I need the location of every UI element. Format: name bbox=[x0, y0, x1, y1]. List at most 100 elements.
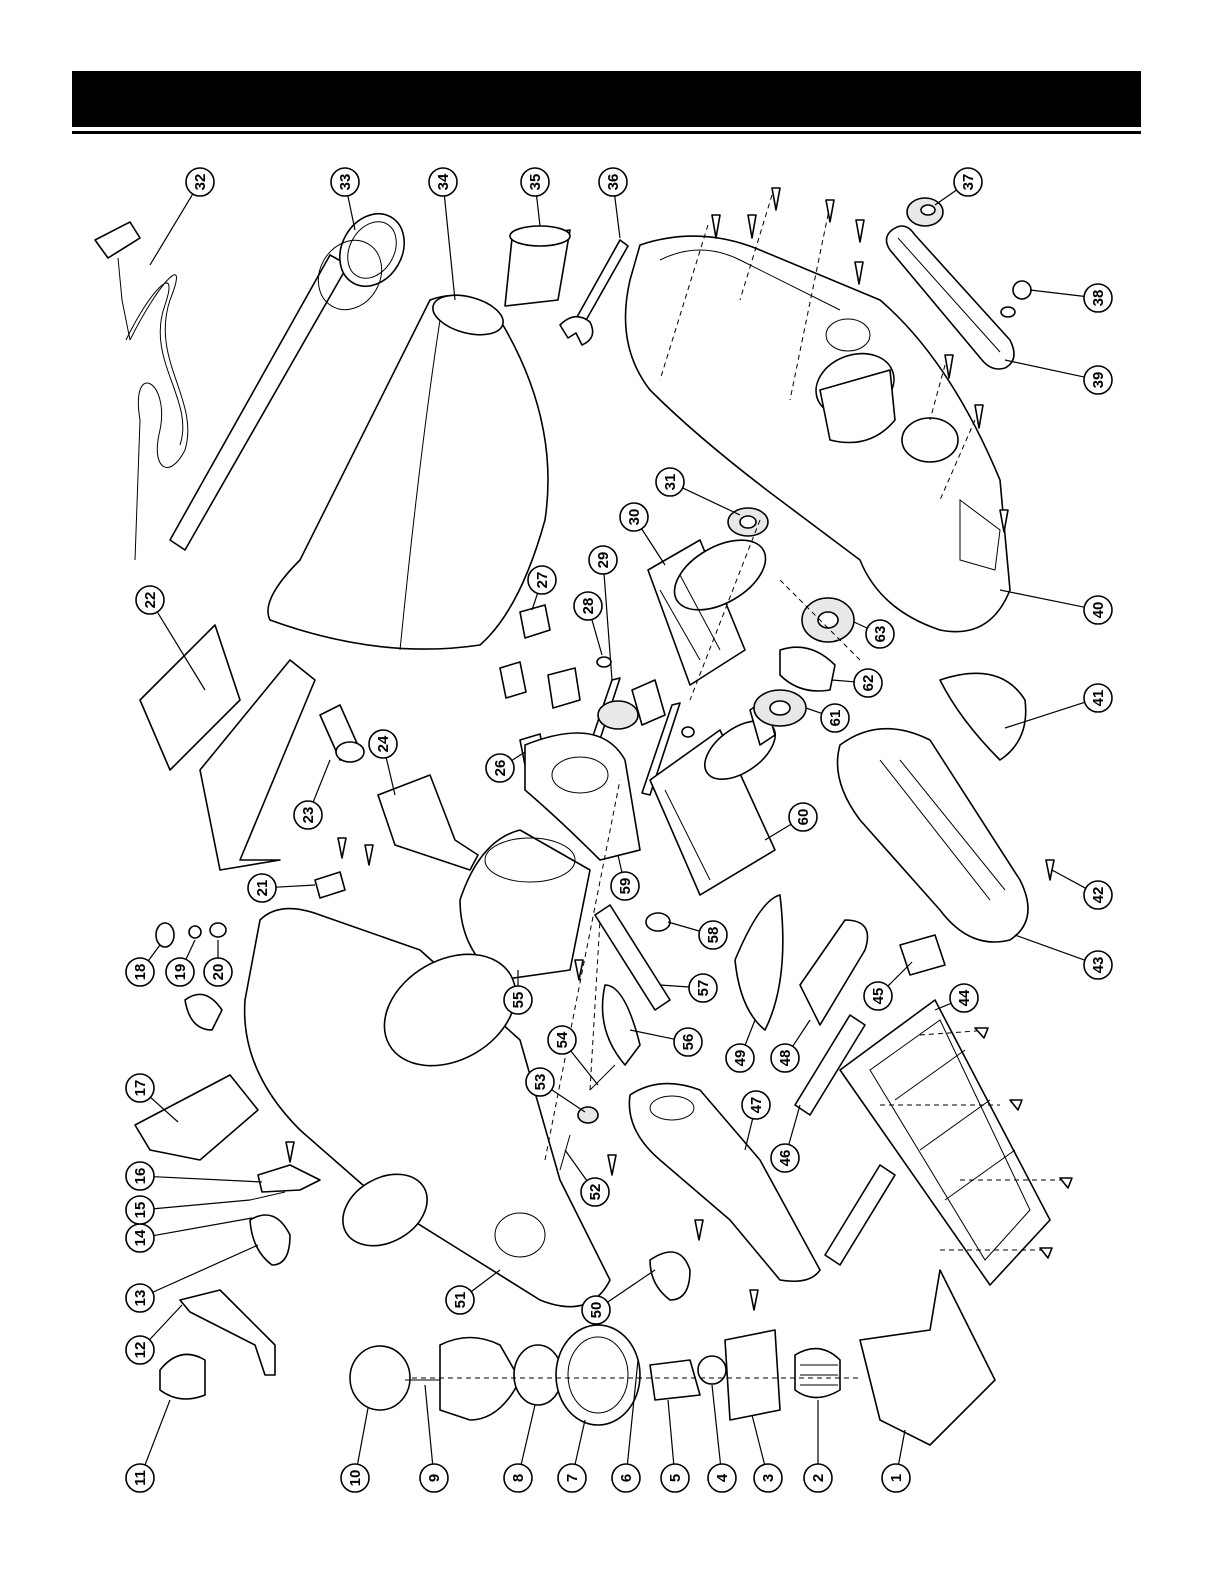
callout-number: 32 bbox=[192, 174, 209, 191]
leader-51 bbox=[471, 1270, 500, 1292]
callout-number: 22 bbox=[142, 592, 159, 609]
leader-3 bbox=[752, 1415, 765, 1464]
callout-number: 7 bbox=[564, 1474, 581, 1482]
callout-part-47: 47 bbox=[742, 1091, 770, 1119]
callout-number: 36 bbox=[605, 174, 622, 191]
leader-42 bbox=[1052, 870, 1086, 888]
callout-part-36: 36 bbox=[599, 168, 627, 196]
leader-28 bbox=[592, 619, 602, 655]
dust-bag-drawing bbox=[268, 288, 548, 650]
callout-part-24: 24 bbox=[369, 730, 397, 758]
callout-number: 35 bbox=[527, 174, 544, 191]
callout-part-20: 20 bbox=[204, 958, 232, 986]
leader-8 bbox=[521, 1405, 535, 1464]
callout-number: 11 bbox=[132, 1470, 149, 1486]
fence-drawing bbox=[140, 625, 315, 870]
callout-number: 2 bbox=[810, 1474, 827, 1482]
leader-5 bbox=[668, 1400, 674, 1464]
nut-drawing bbox=[1001, 281, 1031, 317]
callout-part-54: 54 bbox=[548, 1026, 576, 1054]
callout-part-59: 59 bbox=[611, 872, 639, 900]
knob-drawing bbox=[185, 994, 222, 1030]
callout-part-63: 63 bbox=[866, 620, 894, 648]
callout-part-6: 6 bbox=[612, 1464, 640, 1492]
leader-18 bbox=[148, 945, 160, 961]
callout-number: 47 bbox=[748, 1097, 765, 1114]
callout-part-28: 28 bbox=[574, 592, 602, 620]
callout-part-14: 14 bbox=[126, 1224, 154, 1252]
leader-31 bbox=[683, 488, 740, 515]
callout-part-11: 11 bbox=[126, 1464, 154, 1492]
leader-49 bbox=[745, 1020, 755, 1045]
callout-number: 17 bbox=[132, 1080, 149, 1097]
callout-number: 56 bbox=[680, 1034, 697, 1051]
callout-number: 34 bbox=[435, 173, 452, 190]
leader-7 bbox=[575, 1420, 585, 1464]
base-plate-drawing bbox=[840, 1000, 1050, 1285]
callout-part-3: 3 bbox=[754, 1464, 782, 1492]
callout-part-18: 18 bbox=[126, 958, 154, 986]
callout-part-45: 45 bbox=[864, 982, 892, 1010]
leader-61 bbox=[806, 708, 822, 713]
leader-16 bbox=[154, 1177, 262, 1182]
callout-number: 63 bbox=[872, 626, 889, 643]
leader-14 bbox=[154, 1218, 252, 1236]
leader-9 bbox=[425, 1385, 433, 1464]
callout-part-17: 17 bbox=[126, 1074, 154, 1102]
wrench-drawing bbox=[560, 240, 628, 345]
callout-number: 6 bbox=[618, 1474, 635, 1482]
callout-number: 20 bbox=[210, 964, 227, 981]
callout-number: 52 bbox=[587, 1184, 604, 1201]
callout-number: 46 bbox=[777, 1150, 794, 1167]
callout-number: 38 bbox=[1090, 290, 1107, 307]
callout-part-60: 60 bbox=[789, 803, 817, 831]
leader-54 bbox=[571, 1051, 598, 1085]
callout-part-16: 16 bbox=[126, 1162, 154, 1190]
callout-number: 49 bbox=[732, 1050, 749, 1067]
callout-part-35: 35 bbox=[521, 168, 549, 196]
callout-number: 42 bbox=[1090, 887, 1107, 904]
callout-number: 21 bbox=[254, 880, 271, 897]
leader-45 bbox=[888, 962, 912, 986]
callout-number: 40 bbox=[1090, 602, 1107, 619]
callout-part-41: 41 bbox=[1084, 684, 1112, 712]
power-cord-drawing bbox=[95, 222, 188, 560]
callout-number: 12 bbox=[132, 1342, 149, 1359]
lever-parts-drawing bbox=[250, 1165, 320, 1265]
callout-part-48: 48 bbox=[771, 1044, 799, 1072]
callout-part-37: 37 bbox=[954, 168, 982, 196]
leader-12 bbox=[150, 1305, 182, 1340]
callout-part-9: 9 bbox=[420, 1464, 448, 1492]
switch-drawing bbox=[378, 775, 478, 870]
leader-52 bbox=[565, 1150, 587, 1181]
callout-number: 31 bbox=[662, 474, 679, 491]
callout-part-15: 15 bbox=[126, 1196, 154, 1224]
callout-part-13: 13 bbox=[126, 1284, 154, 1312]
callout-number: 57 bbox=[695, 980, 712, 997]
callout-part-57: 57 bbox=[689, 974, 717, 1002]
callout-part-8: 8 bbox=[504, 1464, 532, 1492]
callout-number: 13 bbox=[132, 1290, 149, 1307]
leader-60 bbox=[765, 824, 791, 840]
callout-part-44: 44 bbox=[950, 984, 978, 1012]
cover-parts-drawing bbox=[650, 1252, 690, 1300]
callout-number: 58 bbox=[705, 927, 722, 944]
callout-number: 51 bbox=[452, 1292, 469, 1309]
callout-part-39: 39 bbox=[1084, 366, 1112, 394]
callout-part-19: 19 bbox=[166, 958, 194, 986]
callout-number: 1 bbox=[888, 1474, 905, 1482]
callout-part-22: 22 bbox=[136, 586, 164, 614]
leader-58 bbox=[668, 922, 700, 931]
leader-40 bbox=[1000, 590, 1084, 607]
callout-part-5: 5 bbox=[661, 1464, 689, 1492]
callout-number: 44 bbox=[956, 989, 973, 1006]
callout-number: 41 bbox=[1090, 690, 1107, 707]
callout-part-58: 58 bbox=[699, 921, 727, 949]
callout-number: 3 bbox=[760, 1474, 777, 1482]
callout-number: 10 bbox=[347, 1470, 364, 1487]
callout-number: 30 bbox=[626, 509, 643, 526]
leader-36 bbox=[615, 196, 620, 238]
leader-59 bbox=[618, 855, 622, 872]
callout-number: 16 bbox=[132, 1168, 149, 1185]
